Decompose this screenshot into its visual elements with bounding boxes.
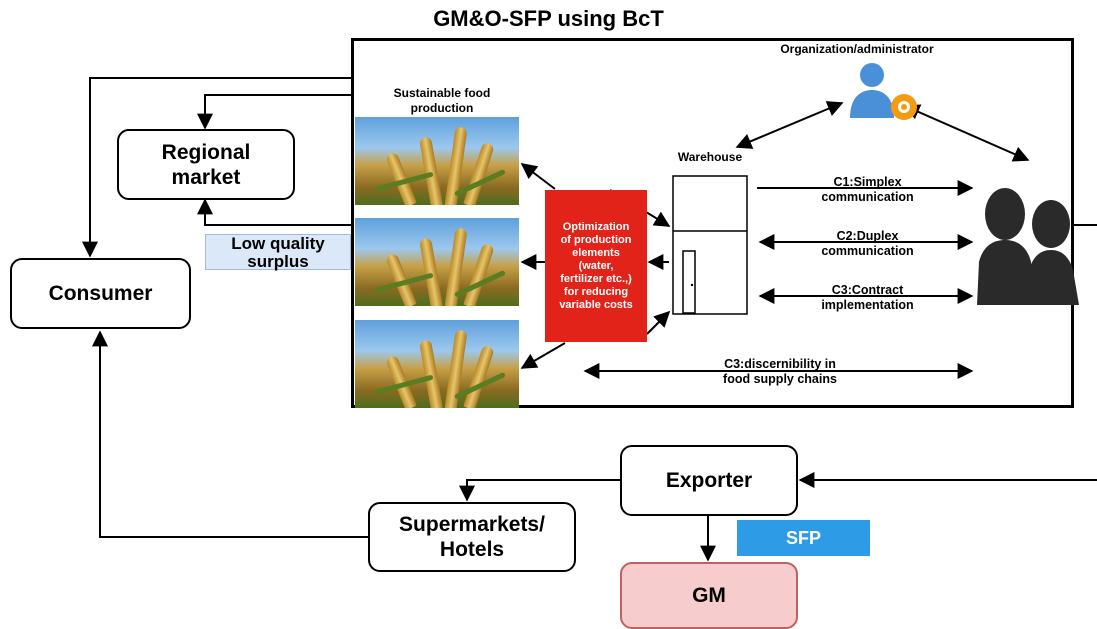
sfp-label: SFP <box>737 520 870 556</box>
crop-image-3 <box>355 320 519 408</box>
optimization-box: Optimization of production elements (wat… <box>545 190 647 342</box>
optimization-label: Optimization of production elements (wat… <box>559 220 633 311</box>
warehouse-label: Warehouse <box>677 150 743 164</box>
gm-box: GM <box>620 562 798 629</box>
low-quality-surplus-label: Low quality surplus <box>205 234 351 271</box>
crop-image-1 <box>355 117 519 205</box>
c3b-label: C3:discernibility in food supply chains <box>723 357 837 386</box>
arrow-optimization-to-crop-1 <box>520 163 556 190</box>
arrow-admin-users <box>903 104 1030 162</box>
sustainable-food-label: Sustainable food production <box>393 86 491 115</box>
c1-label: C1:Simplex communication <box>821 175 914 204</box>
arrow-optimization-to-crop-3 <box>520 342 566 369</box>
user-gear-icon <box>850 63 917 120</box>
supermarkets-hotels-box: Supermarkets/ Hotels <box>368 502 576 572</box>
arrow-warehouse-to-optimization-3 <box>646 310 671 335</box>
arrow-supermarkets-to-consumer <box>92 330 368 538</box>
diagram-title: GM&O-SFP using BcT <box>433 6 664 31</box>
user-group-icon <box>977 188 1079 305</box>
arrow-frame-to-regional-top <box>197 94 351 130</box>
warehouse-building-icon <box>672 175 748 315</box>
crop-image-2 <box>355 218 519 306</box>
system-frame <box>351 38 1074 408</box>
arrow-admin-warehouse <box>735 101 844 149</box>
regional-market-box: Regional market <box>117 129 295 200</box>
arrow-exporter-to-supermarkets <box>459 479 620 502</box>
consumer-box: Consumer <box>10 258 191 329</box>
arrow-frame-to-consumer <box>82 77 351 258</box>
organization-label: Organization/administrator <box>780 42 934 56</box>
arrow-frame-to-regional-bottom <box>197 198 351 226</box>
exporter-box: Exporter <box>620 445 798 516</box>
c2-label: C2:Duplex communication <box>821 229 914 258</box>
c3a-label: C3:Contract implementation <box>821 283 914 312</box>
